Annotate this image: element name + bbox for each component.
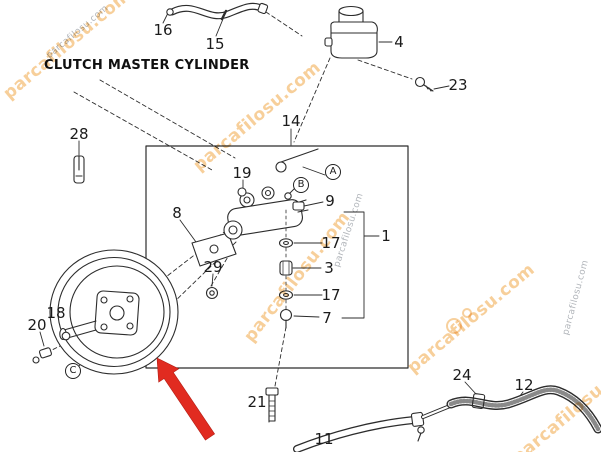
switch-9 <box>292 201 305 211</box>
hose-clamp-15 <box>220 9 228 21</box>
part-callout-21: 21 <box>247 393 267 411</box>
bolt-21 <box>265 387 279 423</box>
red-arrow <box>156 357 216 441</box>
part-callout-20: 20 <box>27 316 47 334</box>
nut-19 <box>237 187 247 197</box>
assembly-box <box>145 145 409 369</box>
part-callout-8: 8 <box>172 204 182 222</box>
master-cylinder <box>223 148 319 240</box>
mount-bracket <box>191 232 237 267</box>
part-callout-29: 29 <box>203 258 223 276</box>
hose-clamp-24 <box>471 393 486 410</box>
leader-lines <box>39 12 524 437</box>
clutch-hoses-bottom <box>293 385 601 452</box>
part-callout-7: 7 <box>322 309 332 327</box>
letter-callout-B: B <box>293 177 309 193</box>
nut-29 <box>205 286 219 300</box>
part-callout-12: 12 <box>514 376 534 394</box>
part-callout-18: 18 <box>46 304 66 322</box>
brake-booster <box>49 249 179 375</box>
part-callout-23: 23 <box>448 76 468 94</box>
part-callout-17: 17 <box>321 234 341 252</box>
hose-fitting <box>410 411 425 427</box>
part-callout-4: 4 <box>394 33 404 51</box>
valve-stack <box>278 209 294 329</box>
bolt-23 <box>414 76 434 92</box>
part-callout-16: 16 <box>153 21 173 39</box>
part-callout-3: 3 <box>324 259 334 277</box>
clutch-hose <box>166 2 269 21</box>
part-callout-15: 15 <box>205 35 225 53</box>
part-callout-24: 24 <box>452 366 472 384</box>
part-callout-9: 9 <box>325 192 335 210</box>
bolt-b <box>284 192 292 200</box>
part-callout-11: 11 <box>314 430 334 448</box>
part-callout-19: 19 <box>232 164 252 182</box>
booster-fasteners <box>32 331 71 364</box>
letter-callout-C: C <box>65 363 81 379</box>
part-callout-17: 17 <box>321 286 341 304</box>
banjo-fitting <box>275 161 287 173</box>
part-callout-1: 1 <box>381 227 391 245</box>
letter-callout-A: A <box>325 164 341 180</box>
page-title: CLUTCH MASTER CYLINDER <box>44 58 250 73</box>
clip-28 <box>73 155 85 184</box>
part-callout-28: 28 <box>69 125 89 143</box>
part-callout-14: 14 <box>281 112 301 130</box>
reservoir-tank <box>324 5 378 59</box>
